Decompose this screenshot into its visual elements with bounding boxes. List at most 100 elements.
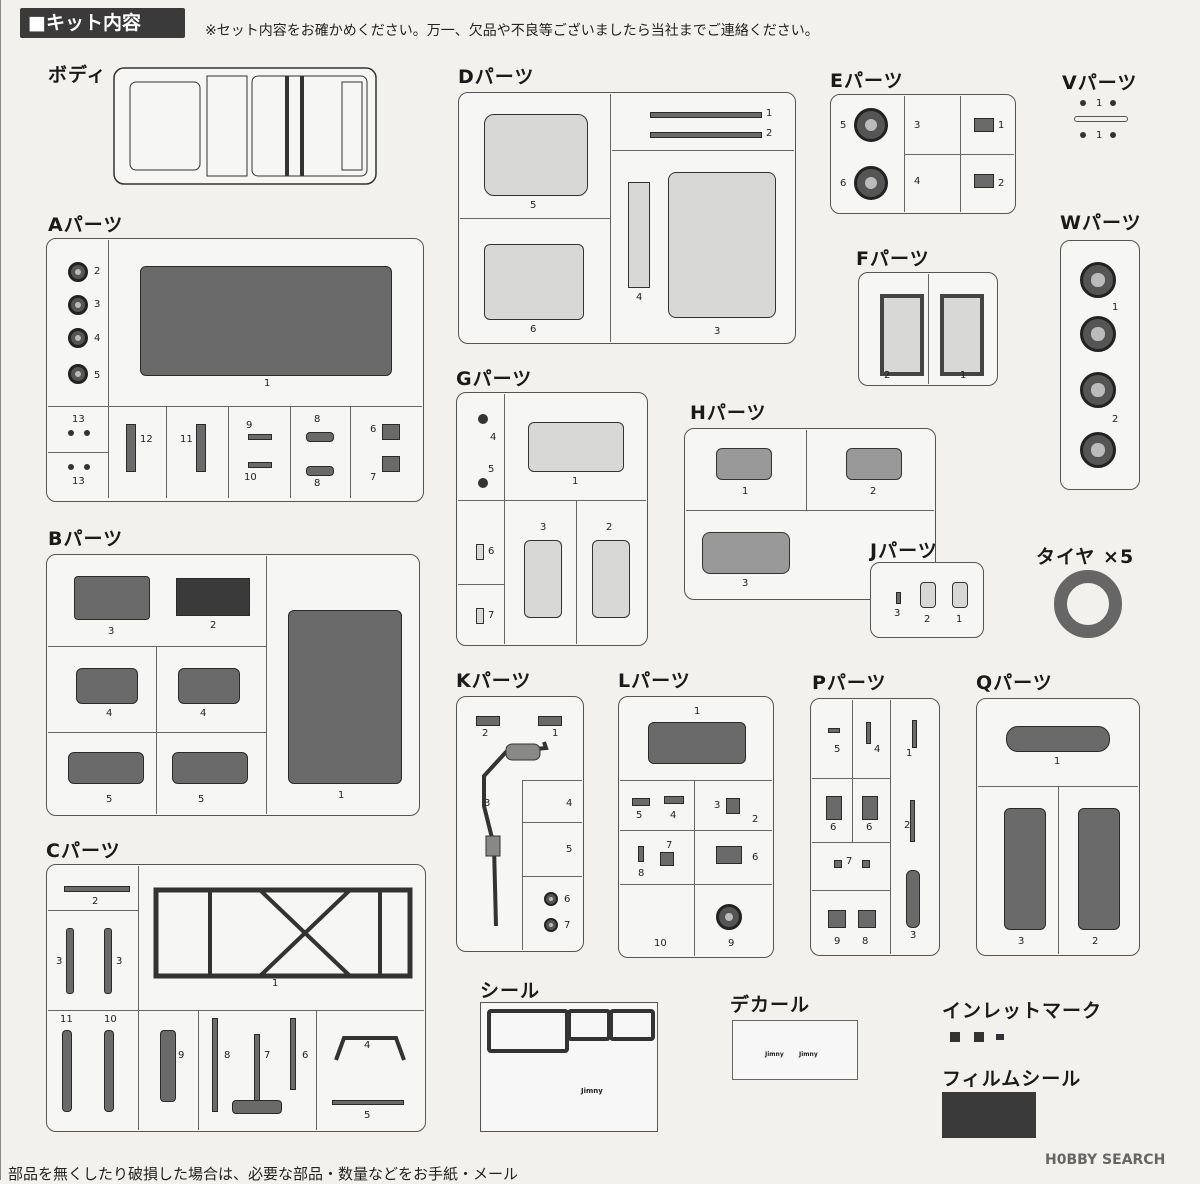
part-number: 1 xyxy=(766,108,773,119)
g-side-window-part xyxy=(524,540,562,618)
e-lamp-part xyxy=(974,118,994,132)
part-number: 8 xyxy=(862,936,869,947)
p-part xyxy=(906,870,920,928)
part-number: 2 xyxy=(606,522,613,533)
section-label-f: Fパーツ xyxy=(856,248,930,270)
section-label-p: Pパーツ xyxy=(812,672,887,694)
part-number: 5 xyxy=(94,370,101,381)
a-bracket-part xyxy=(382,456,400,472)
c-link-part xyxy=(62,1030,72,1112)
part-number: 1 xyxy=(998,120,1005,131)
decal-brand-text: Jimny xyxy=(799,1051,818,1058)
c-axle-part xyxy=(232,1100,282,1114)
part-number: 13 xyxy=(72,414,85,425)
part-number: 4 xyxy=(914,176,921,187)
part-number: 1 xyxy=(1096,98,1103,109)
c-rod-part xyxy=(332,1100,404,1105)
part-number: 1 xyxy=(742,486,749,497)
part-number: 9 xyxy=(246,420,253,431)
q-grille-part xyxy=(1006,726,1110,752)
c-stabilizer-part xyxy=(334,1036,406,1061)
divider xyxy=(522,876,582,877)
d-panel-part xyxy=(628,182,650,288)
c-arm-part xyxy=(104,928,112,994)
part-number: 1 xyxy=(1112,302,1119,313)
part-number: 4 xyxy=(490,432,497,443)
part-number: 7 xyxy=(488,610,495,621)
divider xyxy=(806,430,807,510)
divider xyxy=(1058,786,1059,954)
part-number: 5 xyxy=(488,464,495,475)
part-number: 1 xyxy=(956,614,963,625)
part-number: 10 xyxy=(104,1014,117,1025)
section-label-v: Vパーツ xyxy=(1062,72,1138,94)
a-spring-part xyxy=(306,432,334,442)
part-number: 2 xyxy=(870,486,877,497)
c-arm-part xyxy=(66,928,74,994)
seal-window-frame xyxy=(567,1009,611,1041)
part-number: 2 xyxy=(766,128,773,139)
c-shaft-part xyxy=(290,1018,296,1090)
divider xyxy=(316,1010,317,1130)
e-headlight-part xyxy=(854,166,888,200)
divider xyxy=(904,154,1014,155)
divider xyxy=(812,890,890,891)
divider xyxy=(852,700,853,842)
divider xyxy=(458,500,646,501)
part-number: 5 xyxy=(198,794,205,805)
part-number: 3 xyxy=(910,930,917,941)
part-number: 2 xyxy=(998,178,1005,189)
part-number: 7 xyxy=(564,920,571,931)
k-exhaust-part xyxy=(482,741,549,927)
section-label-h: Hパーツ xyxy=(690,402,767,424)
divider xyxy=(48,732,266,733)
part-number: 4 xyxy=(200,708,207,719)
section-label-tire: タイヤ ×5 xyxy=(1036,546,1135,568)
part-number: 10 xyxy=(654,938,667,949)
b-seat-cushion-part xyxy=(172,752,248,784)
part-number: 3 xyxy=(540,522,547,533)
a-wheel-part xyxy=(68,262,88,282)
part-number: 8 xyxy=(224,1050,231,1061)
divider xyxy=(620,830,772,831)
part-number: 2 xyxy=(1112,414,1119,425)
g-clear-part xyxy=(478,478,488,488)
part-number: 1 xyxy=(264,378,271,389)
section-label-a: Aパーツ xyxy=(48,214,124,236)
decal-sheet: Jimny Jimny xyxy=(732,1020,858,1080)
part-number: 11 xyxy=(180,434,193,445)
a-shock-part xyxy=(196,424,206,472)
l-part xyxy=(638,846,644,862)
divider xyxy=(694,780,695,956)
part-number: 3 xyxy=(742,578,749,589)
section-label-q: Qパーツ xyxy=(976,672,1053,694)
part-number: 2 xyxy=(904,820,911,831)
inlet-mark xyxy=(974,1032,984,1042)
part-number: 12 xyxy=(140,434,153,445)
l-part xyxy=(632,798,650,806)
p-part xyxy=(862,796,878,820)
g-side-window-part xyxy=(592,540,630,618)
divider xyxy=(138,1010,139,1130)
divider xyxy=(108,406,109,498)
c-bar-part xyxy=(64,886,130,892)
a-wheel-part xyxy=(68,328,88,348)
part-number: 6 xyxy=(564,894,571,905)
divider xyxy=(48,646,266,647)
divider xyxy=(228,406,229,498)
b-seat-part xyxy=(76,668,138,704)
part-number: 2 xyxy=(1092,936,1099,947)
p-part xyxy=(826,796,842,820)
a-wheel-part xyxy=(68,295,88,315)
divider xyxy=(620,884,772,885)
e-lamp-part xyxy=(974,174,994,188)
divider xyxy=(686,510,934,511)
section-label-g: Gパーツ xyxy=(456,368,533,390)
divider xyxy=(350,406,351,498)
h-lens-part xyxy=(716,448,772,480)
part-number: 5 xyxy=(834,744,841,755)
g-clear-part xyxy=(478,414,488,424)
section-label-w: Wパーツ xyxy=(1060,212,1142,234)
j-part xyxy=(896,592,901,604)
k-cap-part xyxy=(544,918,558,932)
